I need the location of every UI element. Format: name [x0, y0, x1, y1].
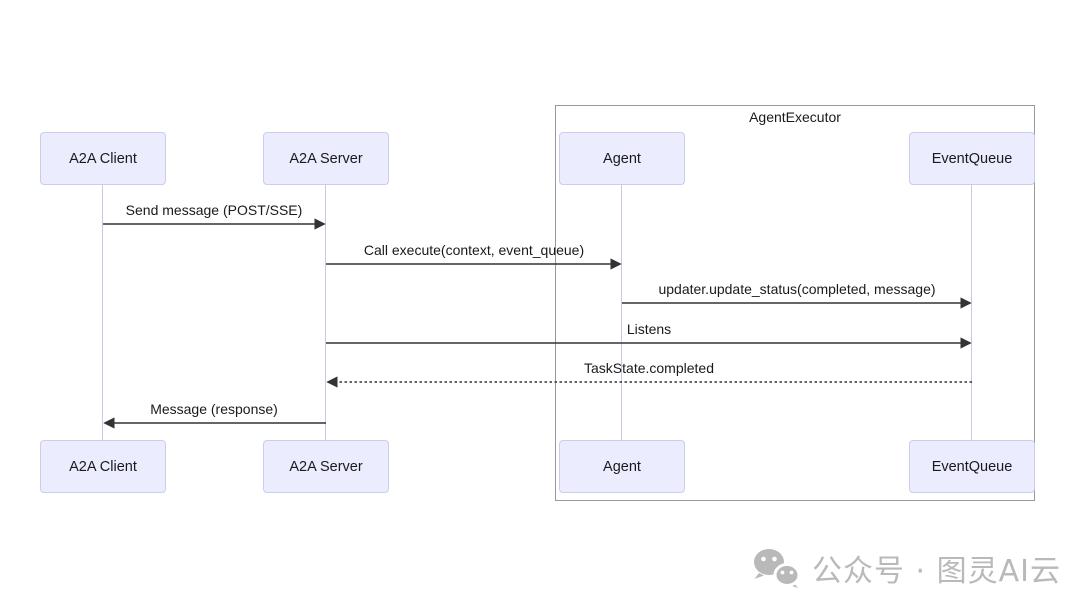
watermark: 公众号 · 图灵AI云 — [752, 546, 1061, 590]
participant-a2a-client-top: A2A Client — [40, 132, 166, 185]
wechat-icon — [754, 549, 801, 588]
participant-a2a-server-top: A2A Server — [263, 132, 389, 185]
message-label-taskstate-completed: TaskState.completed — [584, 360, 714, 376]
participant-event-queue-top: EventQueue — [909, 132, 1035, 185]
message-label-send-message: Send message (POST/SSE) — [125, 202, 303, 218]
message-label-update-status: updater.update_status(completed, message… — [658, 281, 936, 297]
participant-a2a-server-bottom: A2A Server — [263, 440, 389, 493]
participant-agent-bottom: Agent — [559, 440, 685, 493]
lifeline-a2a-client — [102, 185, 103, 440]
agent-executor-frame: AgentExecutor — [555, 105, 1035, 501]
lifeline-agent — [621, 185, 622, 440]
frame-title: AgentExecutor — [749, 109, 841, 125]
message-label-call-execute: Call execute(context, event_queue) — [363, 242, 585, 258]
participant-event-queue-bottom: EventQueue — [909, 440, 1035, 493]
lifeline-event-queue — [971, 185, 972, 440]
message-label-listens: Listens — [626, 321, 672, 337]
lifeline-a2a-server — [325, 185, 326, 440]
watermark-text: 公众号 · 图灵AI云 — [812, 554, 1061, 589]
participant-agent-top: Agent — [559, 132, 685, 185]
participant-a2a-client-bottom: A2A Client — [40, 440, 166, 493]
message-label-message-response: Message (response) — [150, 401, 278, 417]
